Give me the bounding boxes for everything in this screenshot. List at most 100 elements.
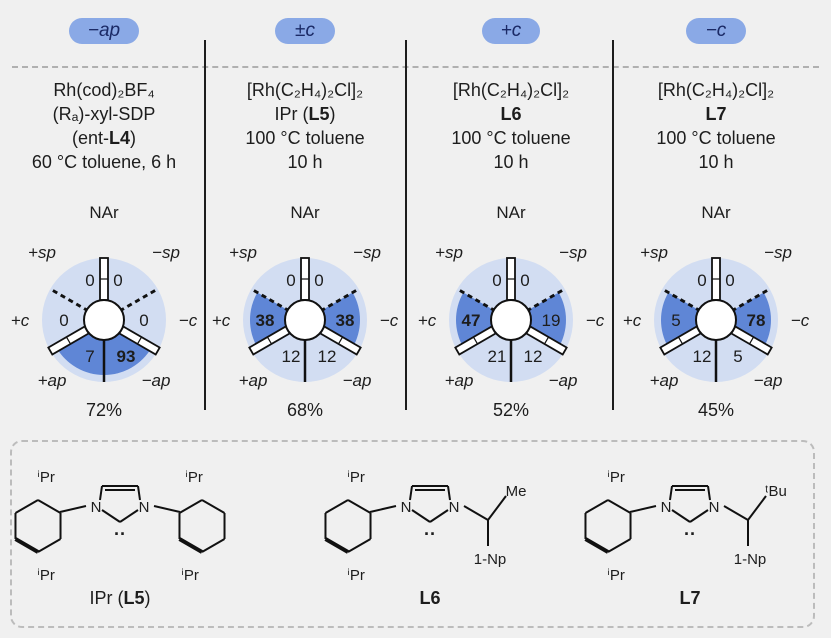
- plus-c-label: +c: [212, 311, 231, 330]
- plus-ap-label: +ap: [650, 371, 679, 390]
- bond: [178, 499, 203, 514]
- minus-sp-label: −sp: [764, 243, 792, 262]
- population-minus-sp: 0: [314, 271, 323, 290]
- bond: [14, 537, 39, 554]
- atom-label: N: [139, 499, 150, 516]
- shaded-sector-plus-c: [661, 292, 716, 348]
- population-plus-c: 5: [671, 311, 680, 330]
- bond: [747, 495, 767, 521]
- population-plus-sp: 0: [85, 271, 94, 290]
- condition-line: 10 h: [287, 152, 323, 172]
- bond: [429, 509, 449, 523]
- bond: [463, 505, 489, 521]
- bond: [153, 505, 181, 513]
- population-plus-sp: 0: [697, 271, 706, 290]
- aryl-bond: [300, 257, 310, 301]
- bond: [487, 495, 507, 521]
- ligand-structure: N N ·· ⁱPr ⁱPr ⁱPr ⁱPr: [14, 469, 226, 582]
- plus-ap-label: +ap: [239, 371, 268, 390]
- condition-line: [Rh(C₂H₄)₂Cl]₂: [452, 80, 570, 100]
- atom-label: ⁱPr: [185, 469, 203, 486]
- population-plus-c: 0: [59, 311, 68, 330]
- condition-line: (Rₐ)-xyl-SDP: [52, 104, 156, 124]
- bond: [707, 485, 711, 501]
- atom-label: N: [401, 499, 412, 516]
- bond: [99, 485, 103, 501]
- plus-sp-label: +sp: [435, 243, 463, 262]
- minus-c-label: −c: [791, 311, 810, 330]
- bond: [409, 485, 413, 501]
- population-plus-c: 47: [462, 311, 481, 330]
- population-plus-c: 38: [256, 311, 275, 330]
- bond: [347, 499, 372, 514]
- minus-c-label: −c: [179, 311, 198, 330]
- ligand-code: L6: [419, 588, 441, 608]
- shaded-sector-minus-c: [511, 292, 566, 348]
- column-divider: [204, 40, 206, 410]
- nar-label: NAr: [496, 203, 526, 222]
- minus-ap-label: −ap: [549, 371, 578, 390]
- conformer-badge: +c: [482, 18, 540, 44]
- yield: 45%: [697, 400, 735, 420]
- condition-line: L6: [411, 102, 611, 126]
- population-minus-sp: 0: [725, 271, 734, 290]
- atom-label: ⁱPr: [37, 567, 55, 582]
- population-minus-ap: 12: [318, 347, 337, 366]
- bond: [669, 485, 673, 501]
- population-plus-ap: 12: [693, 347, 712, 366]
- nar-label: NAr: [89, 203, 119, 222]
- population-minus-c: 0: [139, 311, 148, 330]
- bond: [324, 537, 349, 554]
- front-carbon: [695, 299, 737, 341]
- atom-label: N: [91, 499, 102, 516]
- condition-line: 10 h: [493, 152, 529, 172]
- nar-label: NAr: [290, 203, 320, 222]
- bond: [411, 509, 431, 523]
- plus-sp-label: +sp: [229, 243, 257, 262]
- minus-c-label: −c: [380, 311, 399, 330]
- carbene-lone-pair: ··: [114, 524, 126, 544]
- condition-line: [Rh(C₂H₄)₂Cl]₂: [657, 80, 775, 100]
- population-minus-c: 78: [747, 311, 766, 330]
- atom-label: N: [661, 499, 672, 516]
- condition-line: Rh(cod)₂BF₄: [53, 80, 155, 100]
- atom-label: ⁱPr: [347, 469, 365, 486]
- plus-c-label: +c: [623, 311, 642, 330]
- population-minus-sp: 0: [113, 271, 122, 290]
- population-plus-ap: 21: [488, 347, 507, 366]
- bond: [447, 485, 451, 501]
- ligand-name: L6: [350, 588, 510, 609]
- condition-line: [Rh(C₂H₄)₂Cl]₂: [246, 80, 364, 100]
- atom-label: ⁱPr: [181, 567, 199, 582]
- shaded-sector-minus-c: [305, 292, 360, 348]
- bond: [201, 499, 226, 514]
- bond: [37, 538, 62, 553]
- bond: [119, 509, 139, 523]
- ligand-code: L7: [705, 104, 727, 124]
- bond: [607, 499, 632, 514]
- minus-sp-label: −sp: [152, 243, 180, 262]
- atom-label: ⁱPr: [37, 469, 55, 486]
- population-minus-c: 19: [542, 311, 561, 330]
- condition-line: IPr (L5): [274, 104, 336, 124]
- front-carbon: [490, 299, 532, 341]
- yield: 52%: [492, 400, 530, 420]
- plus-sp-label: +sp: [28, 243, 56, 262]
- shaded-sector-plus-c: [456, 292, 511, 348]
- population-minus-sp: 0: [520, 271, 529, 290]
- ligand-box: [10, 440, 815, 628]
- bond: [369, 505, 397, 513]
- ligand-code: L7: [679, 588, 701, 608]
- bond: [584, 499, 609, 514]
- population-minus-c: 38: [336, 311, 355, 330]
- conformer-badge: ±c: [275, 18, 335, 44]
- conformer-badge: −c: [686, 18, 746, 44]
- condition-line: L7: [616, 102, 816, 126]
- plus-c-label: +c: [418, 311, 437, 330]
